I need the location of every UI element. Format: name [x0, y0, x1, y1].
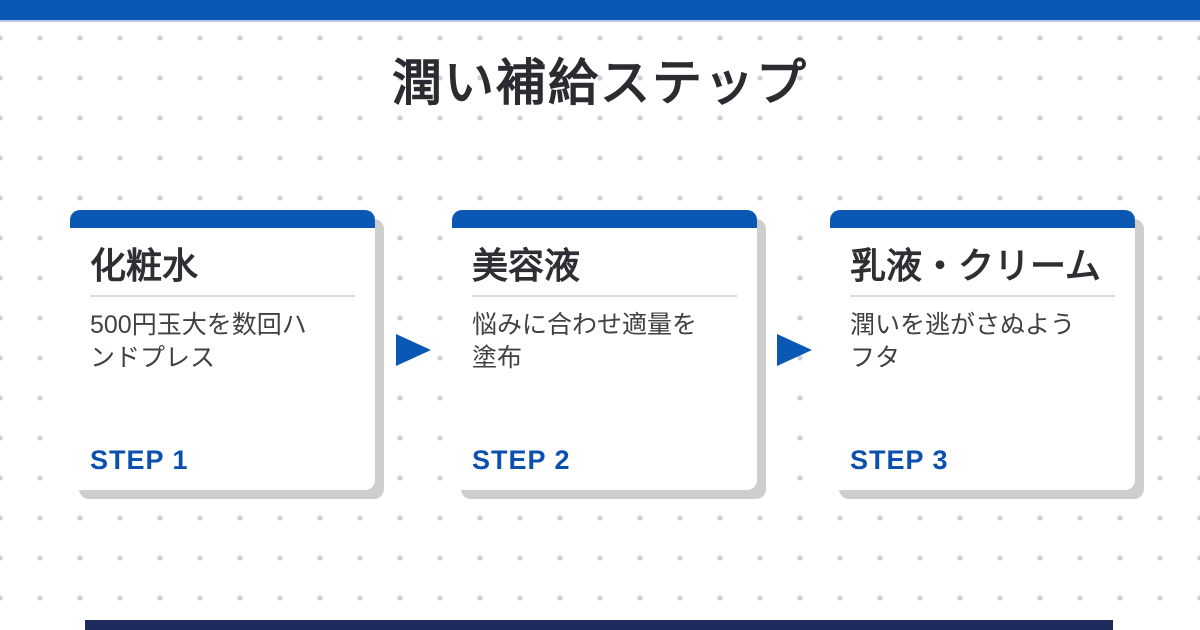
step-card-1-accent-bar	[70, 210, 375, 228]
step-card-2-label: STEP 2	[472, 445, 571, 475]
arrow-right-icon	[777, 334, 812, 366]
step-card-3-description: 潤いを逃がさぬようフタ	[850, 311, 1076, 372]
step-card-1-body: 化粧水 500円玉大を数回ハンドプレス	[70, 228, 375, 375]
step-card-2-description: 悩みに合わせ適量を塗布	[472, 311, 698, 372]
step-card-2-accent-bar	[452, 210, 757, 228]
step-card-1-description: 500円玉大を数回ハンドプレス	[90, 311, 307, 372]
step-card-2: 美容液 悩みに合わせ適量を塗布 STEP 2	[452, 210, 757, 490]
step-card-2-body: 美容液 悩みに合わせ適量を塗布	[452, 228, 757, 375]
page-title: 潤い補給ステップ	[392, 55, 808, 111]
step-card-3-title: 乳液・クリーム	[850, 228, 1115, 297]
step-card-3: 乳液・クリーム 潤いを逃がさぬようフタ STEP 3	[830, 210, 1135, 490]
arrow-right-icon	[396, 334, 431, 366]
step-card-3-body: 乳液・クリーム 潤いを逃がさぬようフタ	[830, 228, 1135, 375]
step-card-1: 化粧水 500円玉大を数回ハンドプレス STEP 1	[70, 210, 375, 490]
step-card-3-label: STEP 3	[850, 445, 949, 475]
step-card-3-accent-bar	[830, 210, 1135, 228]
step-card-2-title: 美容液	[472, 228, 737, 297]
step-card-1-label: STEP 1	[90, 445, 189, 475]
top-accent-bar	[0, 0, 1200, 22]
bottom-accent-bar	[85, 620, 1113, 630]
step-card-1-title: 化粧水	[90, 228, 355, 297]
